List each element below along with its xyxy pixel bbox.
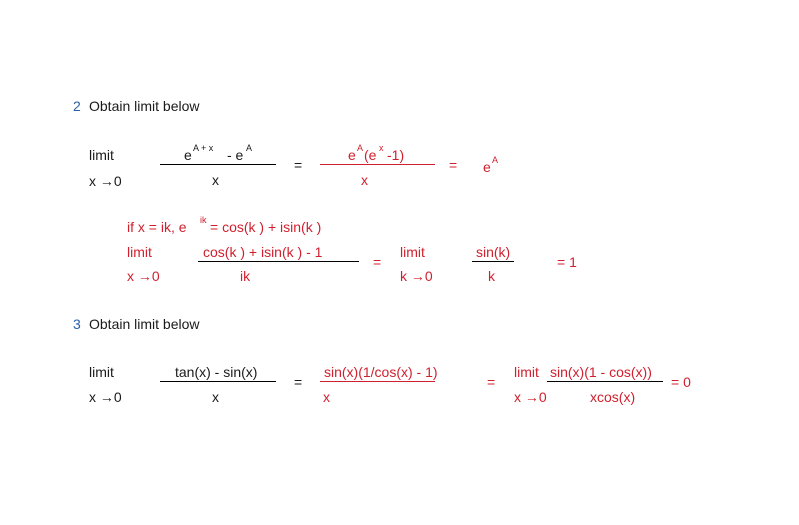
problem-2-aside-condition-suffix: = cos(k ) + isin(k ) bbox=[210, 219, 322, 235]
problem-2-aside-limit2-subscript: k →0 bbox=[400, 268, 433, 284]
problem-2-limit-subscript: x →0 bbox=[89, 173, 122, 189]
problem-2-aside-condition: if x = ik, e bbox=[127, 219, 187, 235]
problem-2-step-numerator-base: e bbox=[348, 147, 356, 163]
problem-2-aside-numerator: cos(k ) + isin(k ) - 1 bbox=[203, 244, 323, 260]
problem-2-aside-limit-label: limit bbox=[127, 244, 152, 260]
problem-2-step-numerator-exponent-x: x bbox=[379, 143, 384, 153]
problem-2-aside-limit-subscript: x →0 bbox=[127, 268, 160, 284]
problem-2-aside-limit2-label: limit bbox=[400, 244, 425, 260]
problem-3-limit-subscript: x →0 bbox=[89, 389, 122, 405]
problem-2-number: 2 bbox=[73, 98, 81, 114]
problem-2-equals-1: = bbox=[294, 157, 303, 173]
problem-2-denominator: x bbox=[212, 172, 219, 188]
problem-3-limit-label: limit bbox=[89, 364, 114, 380]
problem-3-numerator: tan(x) - sin(x) bbox=[175, 364, 258, 380]
problem-2-numerator-minus: - e bbox=[227, 147, 244, 163]
problem-3-denominator: x bbox=[212, 389, 219, 405]
problem-3-fraction-bar-2 bbox=[547, 381, 663, 382]
problem-3-fraction-bar bbox=[160, 381, 276, 382]
problem-2-step-numerator-tail: -1) bbox=[387, 147, 405, 163]
problem-2-numerator-exponent-1: A + x bbox=[193, 143, 214, 153]
problem-3-title: Obtain limit below bbox=[89, 316, 200, 332]
problem-3-equals-2: = bbox=[487, 374, 496, 390]
problem-2-result-base: e bbox=[483, 159, 491, 175]
problem-3-equals-1: = bbox=[294, 374, 303, 390]
problem-2-step-denominator: x bbox=[361, 172, 368, 188]
problem-3-numerator-2: sin(x)(1 - cos(x)) bbox=[550, 364, 652, 380]
problem-2-aside-numerator-2: sin(k) bbox=[476, 244, 511, 260]
problem-2-step-numerator-exponent: A bbox=[357, 143, 364, 153]
problem-2-result-exponent: A bbox=[492, 155, 499, 165]
problem-2-equals-2: = bbox=[449, 157, 458, 173]
problem-2-numerator-exponent-2: A bbox=[246, 143, 253, 153]
problem-3-step-numerator: sin(x)(1/cos(x) - 1) bbox=[324, 364, 438, 380]
problem-3-limit2-label: limit bbox=[514, 364, 539, 380]
problem-3-step-fraction-bar bbox=[320, 381, 435, 382]
problem-2-limit-label: limit bbox=[89, 147, 114, 163]
problem-2-step-fraction-bar bbox=[320, 164, 435, 165]
problem-2-aside-denominator: ik bbox=[240, 268, 251, 284]
problem-2-title: Obtain limit below bbox=[89, 98, 200, 114]
problem-3-limit2-subscript: x →0 bbox=[514, 389, 547, 405]
problem-3-denominator-2: xcos(x) bbox=[590, 389, 636, 405]
problem-2-aside-fraction-bar bbox=[198, 261, 359, 262]
problem-2-aside-denominator-2: k bbox=[488, 268, 495, 284]
problem-2-aside-condition-exponent: ik bbox=[200, 215, 207, 225]
problem-3-step-denominator: x bbox=[323, 389, 330, 405]
problem-2-aside-equals: = bbox=[373, 254, 382, 270]
problem-2-step-numerator-paren: (e bbox=[364, 147, 377, 163]
problem-2-fraction-bar bbox=[160, 164, 276, 165]
problem-2-aside-result: = 1 bbox=[557, 254, 577, 270]
problem-2-numerator-base: e bbox=[184, 147, 192, 163]
problem-3-number: 3 bbox=[73, 316, 81, 332]
problem-3-result: = 0 bbox=[671, 374, 691, 390]
problem-2-aside-fraction-bar-2 bbox=[472, 261, 514, 262]
